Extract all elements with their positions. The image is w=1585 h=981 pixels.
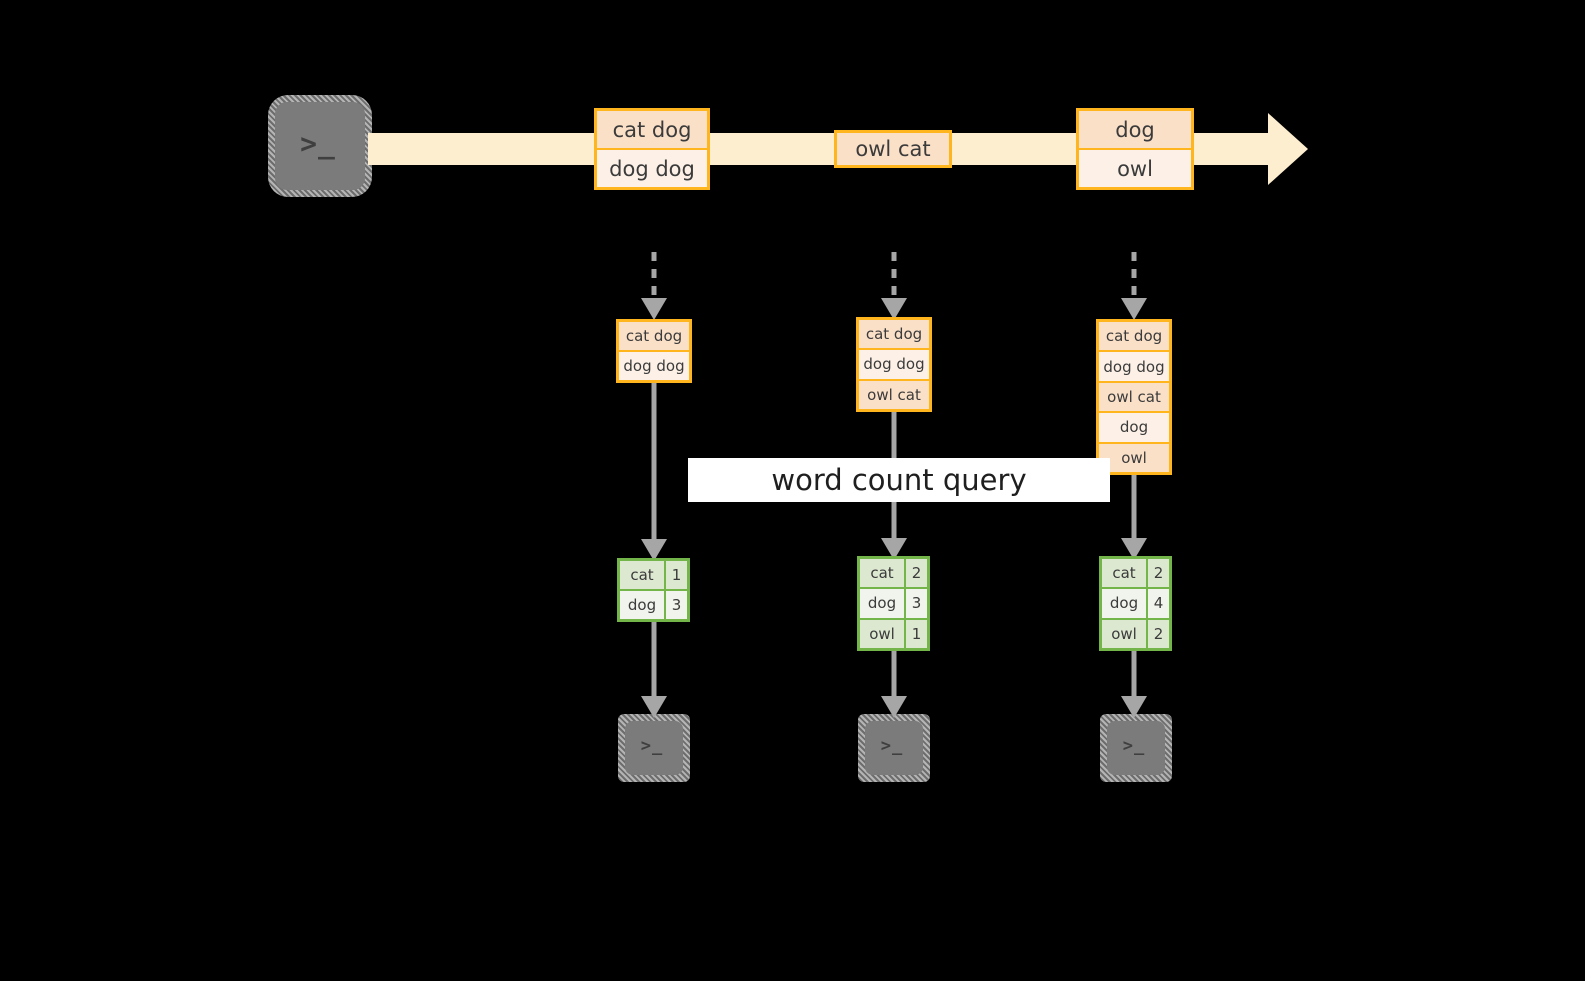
- stream-record: cat dog: [597, 111, 707, 150]
- result-word: dog: [620, 591, 666, 619]
- dashed-shaft: [1131, 252, 1137, 298]
- result-word: owl: [860, 619, 906, 648]
- result-table-3: cat 2 dog 4 owl 2: [1099, 556, 1172, 651]
- result-count: 3: [666, 591, 687, 619]
- result-table-1: cat 1 dog 3: [617, 558, 690, 622]
- terminal-screen: >_: [1107, 721, 1165, 775]
- dashed-shaft: [891, 252, 897, 298]
- arrowhead-down-icon: [641, 696, 667, 718]
- result-table-2: cat 2 dog 3 owl 1: [857, 556, 930, 651]
- arrow-shaft: [891, 651, 897, 696]
- stream-batch-2: owl cat: [834, 130, 952, 168]
- arrowhead-down-icon: [881, 538, 907, 560]
- stream-record: owl: [1079, 150, 1191, 187]
- result-word: dog: [860, 589, 906, 618]
- result-word: cat: [1102, 559, 1148, 588]
- sink-arrow-1: [640, 622, 668, 718]
- result-word: cat: [860, 559, 906, 588]
- snapshot-record: cat dog: [619, 322, 689, 352]
- snapshot-record: dog dog: [859, 350, 929, 381]
- arrow-shaft: [651, 383, 657, 539]
- snapshot-record: owl cat: [1099, 382, 1169, 414]
- arrow-shaft: [1131, 651, 1137, 696]
- arrowhead-down-icon: [1121, 696, 1147, 718]
- result-row: owl 2: [1102, 619, 1169, 648]
- source-terminal-icon: >_: [268, 95, 372, 197]
- arrowhead-down-icon: [881, 696, 907, 718]
- result-row: dog 3: [860, 589, 927, 620]
- query-arrow-3: [1120, 475, 1148, 560]
- sink-terminal-icon-1: >_: [618, 714, 690, 782]
- stream-record: dog dog: [597, 150, 707, 187]
- result-row: cat 1: [620, 561, 687, 591]
- arrowhead-down-icon: [641, 298, 667, 320]
- sink-arrow-3: [1120, 651, 1148, 718]
- terminal-screen: >_: [275, 102, 365, 190]
- result-row: cat 2: [1102, 559, 1169, 590]
- stream-record: owl cat: [837, 133, 949, 165]
- arrow-shaft: [1131, 475, 1137, 538]
- sink-arrow-2: [880, 651, 908, 718]
- terminal-prompt-glyph: >_: [640, 735, 664, 756]
- result-count: 2: [1148, 559, 1169, 588]
- result-row: cat 2: [860, 559, 927, 590]
- arrowhead-down-icon: [1121, 298, 1147, 320]
- query-label: word count query: [688, 458, 1110, 502]
- trigger-arrow-1: [640, 252, 668, 320]
- terminal-prompt-glyph: >_: [880, 735, 904, 756]
- terminal-prompt-glyph: >_: [1122, 735, 1146, 756]
- result-count: 2: [1148, 619, 1169, 648]
- snapshot-record: dog dog: [619, 352, 689, 380]
- result-row: owl 1: [860, 619, 927, 648]
- trigger-arrow-3: [1120, 252, 1148, 320]
- snapshot-record: owl: [1099, 443, 1169, 473]
- snapshot-record: dog: [1099, 413, 1169, 444]
- result-count: 1: [666, 561, 687, 589]
- snapshot-record: cat dog: [1099, 322, 1169, 353]
- stream-batch-3: dog owl: [1076, 108, 1194, 190]
- trigger-arrow-2: [880, 252, 908, 320]
- arrowhead-down-icon: [1121, 538, 1147, 560]
- result-count: 2: [906, 559, 927, 588]
- result-row: dog 3: [620, 591, 687, 619]
- stream-batch-1: cat dog dog dog: [594, 108, 710, 190]
- sink-terminal-icon-2: >_: [858, 714, 930, 782]
- result-row: dog 4: [1102, 589, 1169, 620]
- dashed-shaft: [651, 252, 657, 298]
- terminal-screen: >_: [865, 721, 923, 775]
- query-label-text: word count query: [771, 463, 1027, 497]
- stream-arrow-right-icon: [1268, 113, 1308, 185]
- result-count: 4: [1148, 589, 1169, 618]
- result-word: cat: [620, 561, 666, 589]
- result-word: owl: [1102, 619, 1148, 648]
- snapshot-record: dog dog: [1099, 352, 1169, 383]
- result-word: dog: [1102, 589, 1148, 618]
- input-snapshot-2: cat dog dog dog owl cat: [856, 317, 932, 412]
- arrowhead-down-icon: [881, 298, 907, 320]
- arrowhead-down-icon: [641, 539, 667, 561]
- snapshot-record: cat dog: [859, 320, 929, 351]
- terminal-prompt-glyph: >_: [300, 127, 336, 160]
- terminal-screen: >_: [625, 721, 683, 775]
- stream-record: dog: [1079, 111, 1191, 150]
- arrow-shaft: [651, 622, 657, 696]
- input-snapshot-3: cat dog dog dog owl cat dog owl: [1096, 319, 1172, 475]
- result-count: 3: [906, 589, 927, 618]
- query-arrow-1: [640, 383, 668, 561]
- result-count: 1: [906, 619, 927, 648]
- snapshot-record: owl cat: [859, 380, 929, 409]
- input-snapshot-1: cat dog dog dog: [616, 319, 692, 383]
- sink-terminal-icon-3: >_: [1100, 714, 1172, 782]
